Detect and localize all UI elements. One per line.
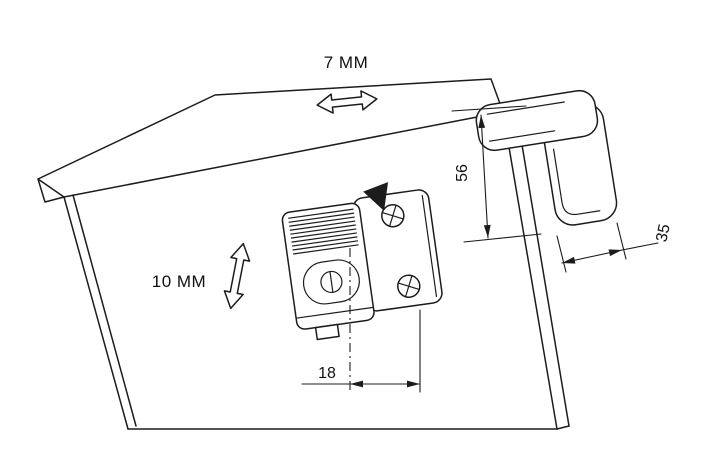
- panel-left-edge-inner: [72, 194, 137, 427]
- panel-left-edge: [63, 196, 129, 430]
- top-board: [37, 78, 504, 203]
- panel-corner-cap: [556, 425, 570, 430]
- panel-right-edge-inner: [515, 108, 570, 427]
- dim-18-text: 18: [318, 365, 336, 382]
- block-bottom-tab: [314, 323, 340, 341]
- hook-inner-contour: [552, 148, 601, 216]
- horizontal-double-arrow-icon: [316, 90, 378, 114]
- dim-56: 56: [451, 105, 542, 243]
- dim-35: 35: [556, 222, 674, 273]
- dim-35-text: 35: [653, 222, 673, 243]
- dim-56-text: 56: [454, 164, 471, 182]
- block-bottom-line: [295, 306, 374, 319]
- arm-inner-line: [488, 130, 556, 142]
- mounting-plate-assembly: [281, 182, 443, 341]
- cam-disc-slot: [329, 270, 334, 293]
- cam-slot: [302, 259, 360, 305]
- label-7mm: 7 MM: [324, 53, 369, 72]
- arm-top-inner-line: [486, 101, 565, 115]
- phillips-screw-bottom-icon: [397, 274, 421, 298]
- phillips-screw-top-icon: [381, 203, 405, 228]
- hanging-hook-bracket: [475, 89, 618, 226]
- dim-18: 18: [301, 248, 421, 393]
- pointer-triangle-marker: [363, 182, 389, 211]
- plate-edge-contour: [421, 194, 438, 298]
- cam-grip-hatching: [288, 208, 359, 255]
- top-board-end-face: [37, 178, 65, 203]
- hook-top-arm: [475, 89, 599, 152]
- label-10mm: 10 MM: [152, 272, 206, 291]
- vertical-double-arrow-icon: [223, 242, 251, 310]
- front-panel: [63, 108, 570, 430]
- panel-right-edge: [502, 111, 558, 430]
